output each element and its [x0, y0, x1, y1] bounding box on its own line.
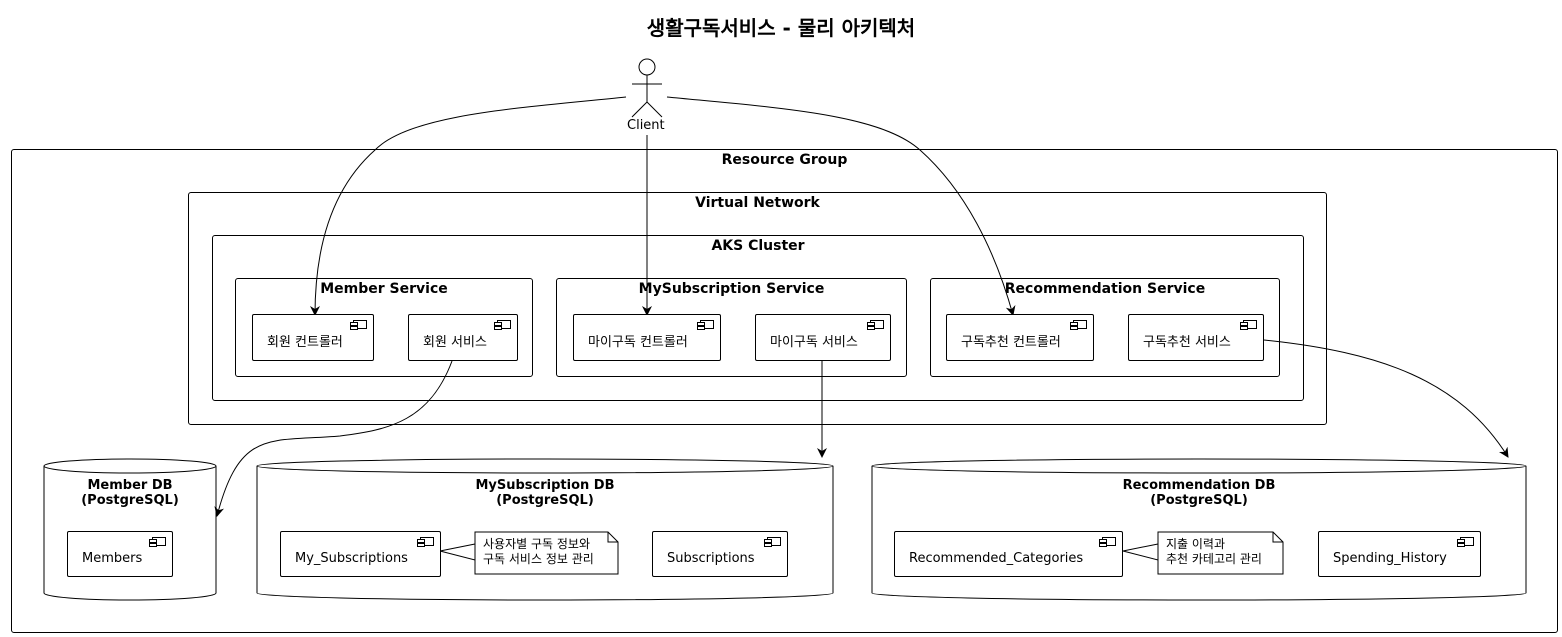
rec-note-line2: 추천 카테고리 관리	[1166, 552, 1262, 566]
virtual-network: Virtual Network	[188, 192, 1327, 425]
component-icon	[350, 320, 367, 330]
aks-cluster-title: AKS Cluster	[711, 238, 805, 254]
member-db-engine: (PostgreSQL)	[81, 493, 179, 508]
recommendation-db-engine: (PostgreSQL)	[1150, 493, 1248, 508]
recommendation-db: Recommendation DB (PostgreSQL)	[872, 478, 1526, 518]
mysub-controller-component[interactable]: 마이구독 컨트롤러	[573, 314, 721, 361]
arrow-client-to-member-controller	[310, 96, 627, 316]
recommended-categories-table-label: Recommended_Categories	[909, 551, 1084, 566]
mysub-db-note: 사용자별 구독 정보와 구독 서비스 정보 관리	[475, 534, 618, 570]
diagram-title: 생활구독서비스 - 물리 아키텍처	[646, 16, 916, 40]
member-service-package: Member Service	[235, 278, 533, 377]
component-icon	[1099, 537, 1116, 547]
rec-controller-component[interactable]: 구독추천 컨트롤러	[946, 314, 1094, 361]
mysubscription-db: MySubscription DB (PostgreSQL)	[257, 478, 833, 518]
mysub-controller-label: 마이구독 컨트롤러	[588, 335, 688, 350]
component-icon	[149, 537, 166, 547]
member-db: Member DB (PostgreSQL)	[44, 478, 216, 518]
rec-service-component[interactable]: 구독추천 서비스	[1128, 314, 1264, 361]
subscriptions-table-label: Subscriptions	[667, 551, 755, 566]
arrow-client-to-rec-controller	[666, 96, 1016, 316]
subscriptions-table[interactable]: Subscriptions	[652, 531, 788, 577]
rec-service-label: 구독추천 서비스	[1143, 335, 1231, 350]
component-icon	[1070, 320, 1087, 330]
member-service-label: 회원 서비스	[423, 335, 487, 350]
recommendation-service-title: Recommendation Service	[1004, 281, 1206, 297]
mysubscription-db-name: MySubscription DB	[475, 478, 615, 493]
arrow-member-service-to-member-db	[214, 360, 453, 517]
client-label: Client	[627, 118, 665, 133]
spending-history-table[interactable]: Spending_History	[1318, 531, 1481, 577]
mysub-service-component[interactable]: 마이구독 서비스	[755, 314, 891, 361]
mysub-service-label: 마이구독 서비스	[770, 335, 858, 350]
member-service-component[interactable]: 회원 서비스	[408, 314, 518, 361]
mysubscription-db-engine: (PostgreSQL)	[496, 493, 594, 508]
component-icon	[867, 320, 884, 330]
component-icon	[764, 537, 781, 547]
component-icon	[697, 320, 714, 330]
member-controller-label: 회원 컨트롤러	[267, 335, 343, 350]
recommendation-service-package: Recommendation Service	[930, 278, 1280, 377]
resource-group: Resource Group	[11, 149, 1558, 633]
virtual-network-title: Virtual Network	[695, 195, 820, 211]
component-icon	[494, 320, 511, 330]
member-service-title: Member Service	[320, 281, 448, 297]
my-subscriptions-table-label: My_Subscriptions	[295, 551, 408, 566]
recommendation-db-name: Recommendation DB	[1122, 478, 1276, 493]
members-table-label: Members	[82, 551, 143, 566]
rec-db-note: 지출 이력과 추천 카테고리 관리	[1158, 534, 1283, 570]
component-icon	[1240, 320, 1257, 330]
my-subscriptions-table[interactable]: My_Subscriptions	[280, 531, 441, 577]
client-actor-icon	[631, 58, 663, 118]
mysub-note-shape	[439, 531, 619, 575]
member-db-name: Member DB	[87, 478, 173, 493]
resource-group-title: Resource Group	[721, 152, 848, 168]
member-controller-component[interactable]: 회원 컨트롤러	[252, 314, 374, 361]
mysub-note-line2: 구독 서비스 정보 관리	[483, 552, 594, 566]
component-icon	[1457, 537, 1474, 547]
mysub-note-line1: 사용자별 구독 정보와	[483, 537, 590, 551]
arrow-rec-service-to-rec-db	[1263, 339, 1509, 458]
rec-controller-label: 구독추천 컨트롤러	[961, 335, 1061, 350]
members-table[interactable]: Members	[67, 531, 173, 577]
rec-note-line1: 지출 이력과	[1166, 537, 1226, 551]
rec-note-shape	[1122, 531, 1284, 575]
spending-history-table-label: Spending_History	[1333, 551, 1447, 566]
aks-cluster: AKS Cluster	[212, 235, 1304, 401]
component-icon	[417, 537, 434, 547]
mysubscription-service-package: MySubscription Service	[556, 278, 907, 377]
mysubscription-service-title: MySubscription Service	[638, 281, 825, 297]
recommended-categories-table[interactable]: Recommended_Categories	[894, 531, 1123, 577]
